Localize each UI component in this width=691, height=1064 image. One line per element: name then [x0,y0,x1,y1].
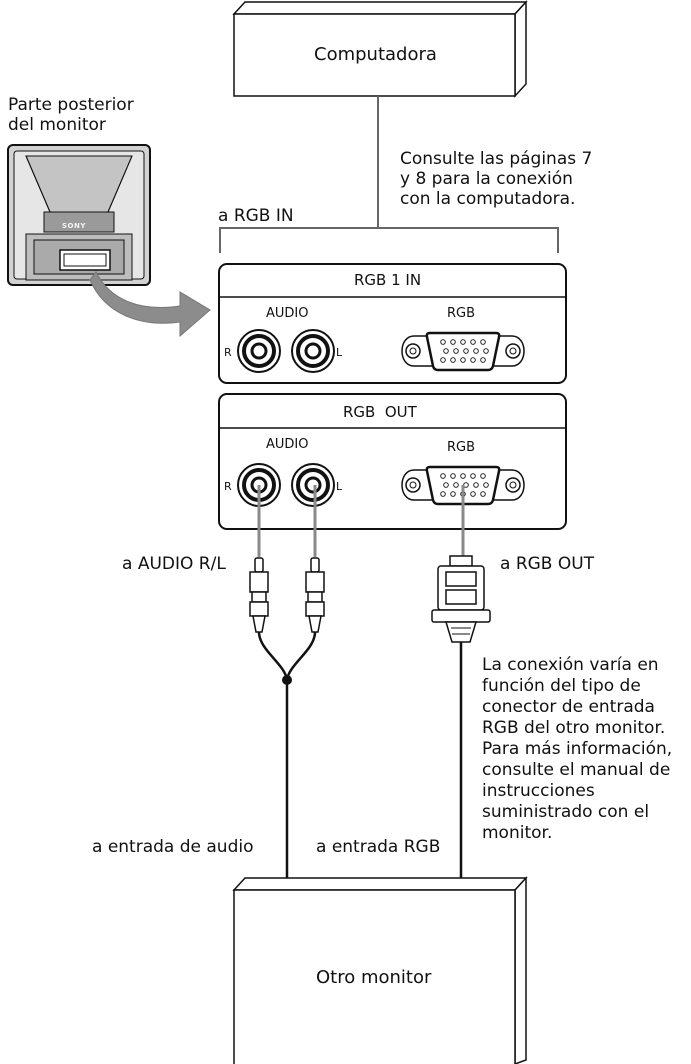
rgb-out-rgb-label: RGB [447,440,476,455]
other-monitor-label: Otro monitor [316,967,432,988]
rgb-in-panel [218,263,567,384]
rgb-out-l-label: L [336,480,343,493]
cable-junction [282,675,292,685]
rgb-connector-in [401,331,525,372]
rgb-out-panel [218,393,567,530]
audio-jack-r-in [237,329,281,373]
other-monitor-box [232,876,528,1064]
rgb-in-rgb-label: RGB [447,306,476,321]
rgb-out-r-label: R [224,480,232,493]
rgb-in-l-label: L [336,346,343,359]
to-rgb-out-label: a RGB OUT [500,554,595,574]
to-audio-input-label: a entrada de audio [92,837,254,857]
computer-connection-note: Consulte las páginas 7 y 8 para la conex… [400,149,593,209]
sony-logo: SONY [62,222,86,230]
audio-jack-l-in [291,329,335,373]
rgb-out-title: RGB OUT [343,403,417,421]
rca-plug-right [305,557,325,633]
to-audio-rl-label: a AUDIO R/L [122,554,226,574]
y-audio-cable [257,631,317,890]
to-rgb-in-label: a RGB IN [218,206,294,226]
rca-plug-left [249,557,269,633]
computer-box [232,0,528,98]
rgb-plug [431,555,491,643]
rgb-out-audio-label: AUDIO [266,437,309,452]
to-rgb-input-label: a entrada RGB [316,837,441,857]
other-monitor-note: La conexión varía en función del tipo de… [482,655,673,843]
audio-jack-l-out [291,463,335,507]
monitor-back-caption: Parte posterior del monitor [8,95,134,135]
monitor-back-illustration [7,144,151,286]
rgb-in-bracket [219,227,559,253]
rgb-in-r-label: R [224,346,232,359]
rgb-in-audio-label: AUDIO [266,306,309,321]
computer-label: Computadora [314,44,437,65]
curved-arrow [89,271,211,338]
rgb-in-title: RGB 1 IN [354,271,422,289]
output-cables [257,485,465,557]
